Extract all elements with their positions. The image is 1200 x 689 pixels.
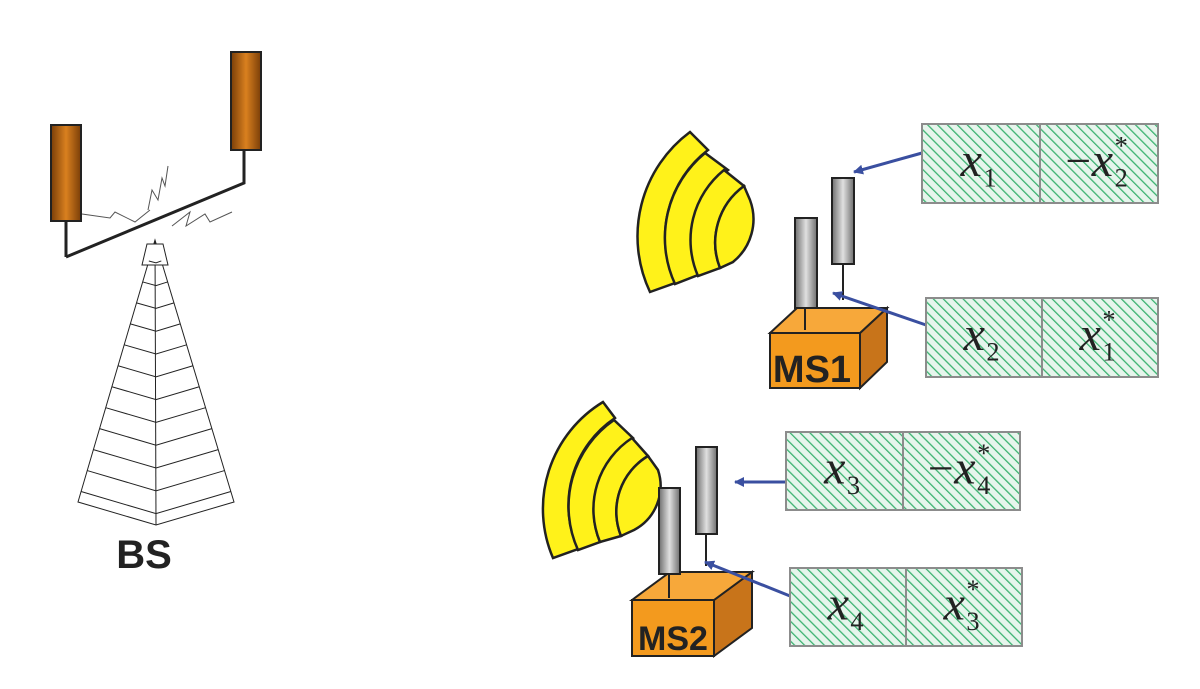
- symbol-conjugate: *: [1102, 305, 1115, 335]
- ms1-arrow-2: [832, 291, 927, 327]
- symbol-minus: −: [1065, 135, 1091, 186]
- symbol-subscript: 3: [966, 606, 979, 636]
- bs-antenna-left: [50, 124, 82, 222]
- bs-lightning-icon: [81, 165, 233, 228]
- ms2-label: MS2: [638, 620, 708, 658]
- bs-tower: [77, 238, 235, 526]
- symbol-subscript: 4: [850, 606, 863, 636]
- symbol-conjugate: *: [977, 438, 990, 468]
- ms1-wave-icon: [636, 130, 755, 294]
- ms1-antenna-2: [794, 217, 818, 309]
- ms1-device: MS1: [767, 177, 890, 391]
- symbol-conjugate: *: [966, 574, 979, 604]
- ms2-wave-icon: [541, 400, 662, 560]
- symbol-subscript: 1: [983, 163, 996, 193]
- symbol-subscript: 1: [1102, 337, 1115, 367]
- ms2-antenna-2: [658, 487, 681, 575]
- bs-label: BS: [116, 533, 172, 577]
- symbol-base: x: [943, 577, 965, 630]
- bs-antenna-right: [230, 51, 262, 151]
- symbol-base: x: [1091, 134, 1113, 187]
- symbol-base: x: [963, 308, 985, 361]
- symbol-minus: −: [928, 442, 954, 493]
- base-station: BS: [50, 51, 262, 577]
- ms2-body-front: [631, 599, 715, 657]
- ms1-arrow-1: [853, 151, 923, 175]
- symbol-subscript: 3: [847, 470, 860, 500]
- ms2-antenna-1: [695, 446, 718, 535]
- symbol-subscript: 4: [977, 470, 990, 500]
- symbol-conjugate: *: [1115, 131, 1128, 161]
- symbol-base: x: [1079, 308, 1101, 361]
- symbol-base: x: [960, 134, 982, 187]
- symbol-base: x: [953, 441, 975, 494]
- ms2-device: MS2: [628, 446, 756, 658]
- symbol-base: x: [827, 577, 849, 630]
- bs-antenna-mount: [64, 150, 246, 259]
- ms1-body-front: [769, 332, 861, 389]
- symbol-subscript: 2: [1115, 163, 1128, 193]
- ms2-arrow-2: [704, 560, 791, 598]
- ms1-label: MS1: [773, 349, 851, 391]
- symbol-subscript: 2: [986, 337, 999, 367]
- ms1-antenna-1: [831, 177, 855, 265]
- symbol-base: x: [823, 441, 845, 494]
